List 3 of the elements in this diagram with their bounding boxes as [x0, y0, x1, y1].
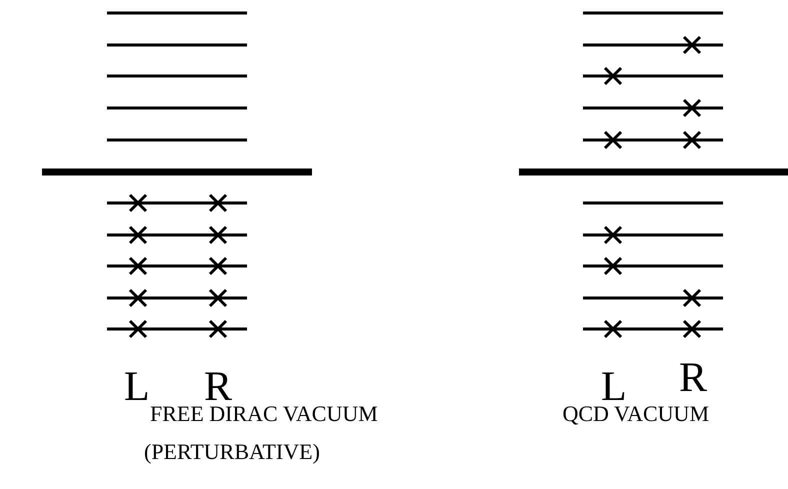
caption-text: (PERTURBATIVE)	[144, 441, 320, 463]
column-label: L	[124, 366, 150, 408]
column-label: R	[679, 357, 708, 399]
